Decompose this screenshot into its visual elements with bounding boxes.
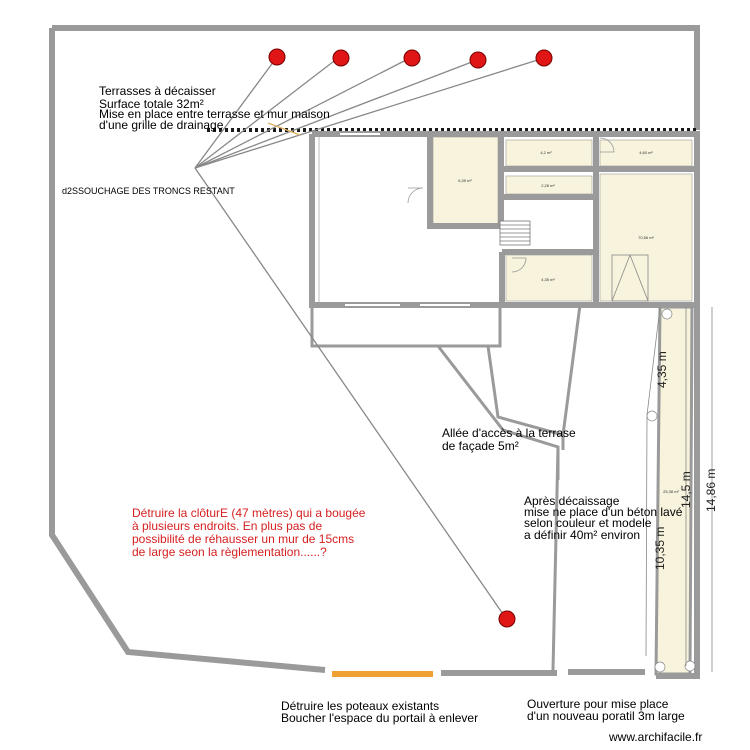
- room-area: 4,60 m²: [639, 150, 653, 155]
- room: [599, 173, 693, 302]
- svg-text:Surface totale 32m²: Surface totale 32m²: [99, 97, 204, 111]
- dimension-label: 14,5 m: [679, 471, 693, 508]
- stump-markers: [268, 48, 553, 628]
- svg-text:de large seon la règlementatio: de large seon la règlementation......?: [132, 545, 327, 559]
- svg-text:Détruire les poteaux existants: Détruire les poteaux existants: [281, 699, 439, 713]
- stump-marker: [535, 49, 553, 67]
- svg-text:d'un nouveau poratil 3m large: d'un nouveau poratil 3m large: [527, 709, 685, 723]
- svg-text:Allée d'accès à la terrase: Allée d'accès à la terrase: [442, 426, 576, 440]
- svg-text:selon couleur et modele: selon couleur et modele: [524, 516, 652, 530]
- svg-text:Après décaissage: Après décaissage: [524, 494, 620, 508]
- room-area: 2,28 m²: [541, 183, 555, 188]
- dimension-label: 10,35 m: [653, 527, 667, 570]
- fence-note: Détruire la clôturE (47 mètres) qui a bo…: [132, 506, 366, 559]
- stump-marker: [268, 48, 286, 66]
- stump-marker: [403, 49, 421, 67]
- strip-marker: [646, 308, 696, 673]
- stump-removal-note: d2SSOUCHAGE DES TRONCS RESTANT: [62, 186, 235, 196]
- room: [505, 139, 593, 167]
- stump-marker: [332, 49, 350, 67]
- door-swing: [599, 137, 615, 153]
- garage-door: [611, 254, 649, 302]
- svg-text:possibilité de réhausser un mu: possibilité de réhausser un mur de 15cms: [132, 532, 354, 546]
- interior-wall: [499, 249, 596, 305]
- access-path-note: Allée d'accès à la terrase de façade 5m²: [442, 426, 576, 453]
- dimension-label: 14,86 m: [704, 469, 718, 512]
- svg-text:mise ne place d'un béton lavé: mise ne place d'un béton lavé: [524, 505, 683, 519]
- svg-text:Mise en place entre terrasse e: Mise en place entre terrasse et mur mais…: [99, 107, 330, 121]
- svg-text:a définir 40m² environ: a définir 40m² environ: [524, 528, 640, 542]
- room-area: 6,39 m²: [458, 178, 472, 183]
- svg-text:Boucher l'espace du portail à: Boucher l'espace du portail à enlever: [281, 711, 478, 725]
- svg-text:Détruire la clôturE (47 mètres: Détruire la clôturE (47 mètres) qui a bo…: [132, 506, 366, 520]
- leader-lines: [194, 56, 545, 618]
- stairs: [499, 220, 531, 246]
- stump-marker: [498, 610, 516, 628]
- interior-wall: [427, 137, 504, 229]
- room-area: 25,38 m²: [663, 489, 679, 494]
- dimension-line: [646, 306, 661, 416]
- room-area: 4,35 m²: [541, 277, 555, 282]
- room: [599, 139, 693, 167]
- plot-boundary: [49, 25, 700, 673]
- door-swing: [511, 257, 527, 273]
- stump-marker: [469, 51, 487, 69]
- terrace-outline: [310, 305, 502, 348]
- dimension-line: [645, 414, 648, 657]
- house-walls: [309, 131, 700, 308]
- plot-right-wall: [656, 302, 700, 679]
- concrete-note: Après décaissage mise ne place d'un béto…: [524, 494, 683, 542]
- side-strip: [654, 305, 694, 676]
- svg-text:d'une grille de drainage: d'une grille de drainage: [99, 118, 224, 132]
- svg-text:Ouverture pour mise place: Ouverture pour mise place: [527, 697, 669, 711]
- terrace-note: Terrasses à décaisser Surface totale 32m…: [99, 84, 330, 132]
- watermark: www.archifacile.fr: [608, 730, 702, 744]
- svg-text:Terrasses à décaisser: Terrasses à décaisser: [99, 84, 216, 98]
- room-area: 70,56 m²: [638, 235, 654, 240]
- room-area: 4,2 m²: [540, 150, 552, 155]
- posts-note: Détruire les poteaux existants Boucher l…: [281, 699, 478, 725]
- dimension-label: 4,35 m: [655, 351, 669, 388]
- gate-note: Ouverture pour mise place d'un nouveau p…: [527, 697, 685, 723]
- svg-text:de façade 5m²: de façade 5m²: [442, 439, 519, 453]
- door-swing: [407, 187, 424, 204]
- access-path: [551, 446, 560, 671]
- svg-text:à plusieurs endroits. En plus: à plusieurs endroits. En plus pas de: [132, 519, 322, 533]
